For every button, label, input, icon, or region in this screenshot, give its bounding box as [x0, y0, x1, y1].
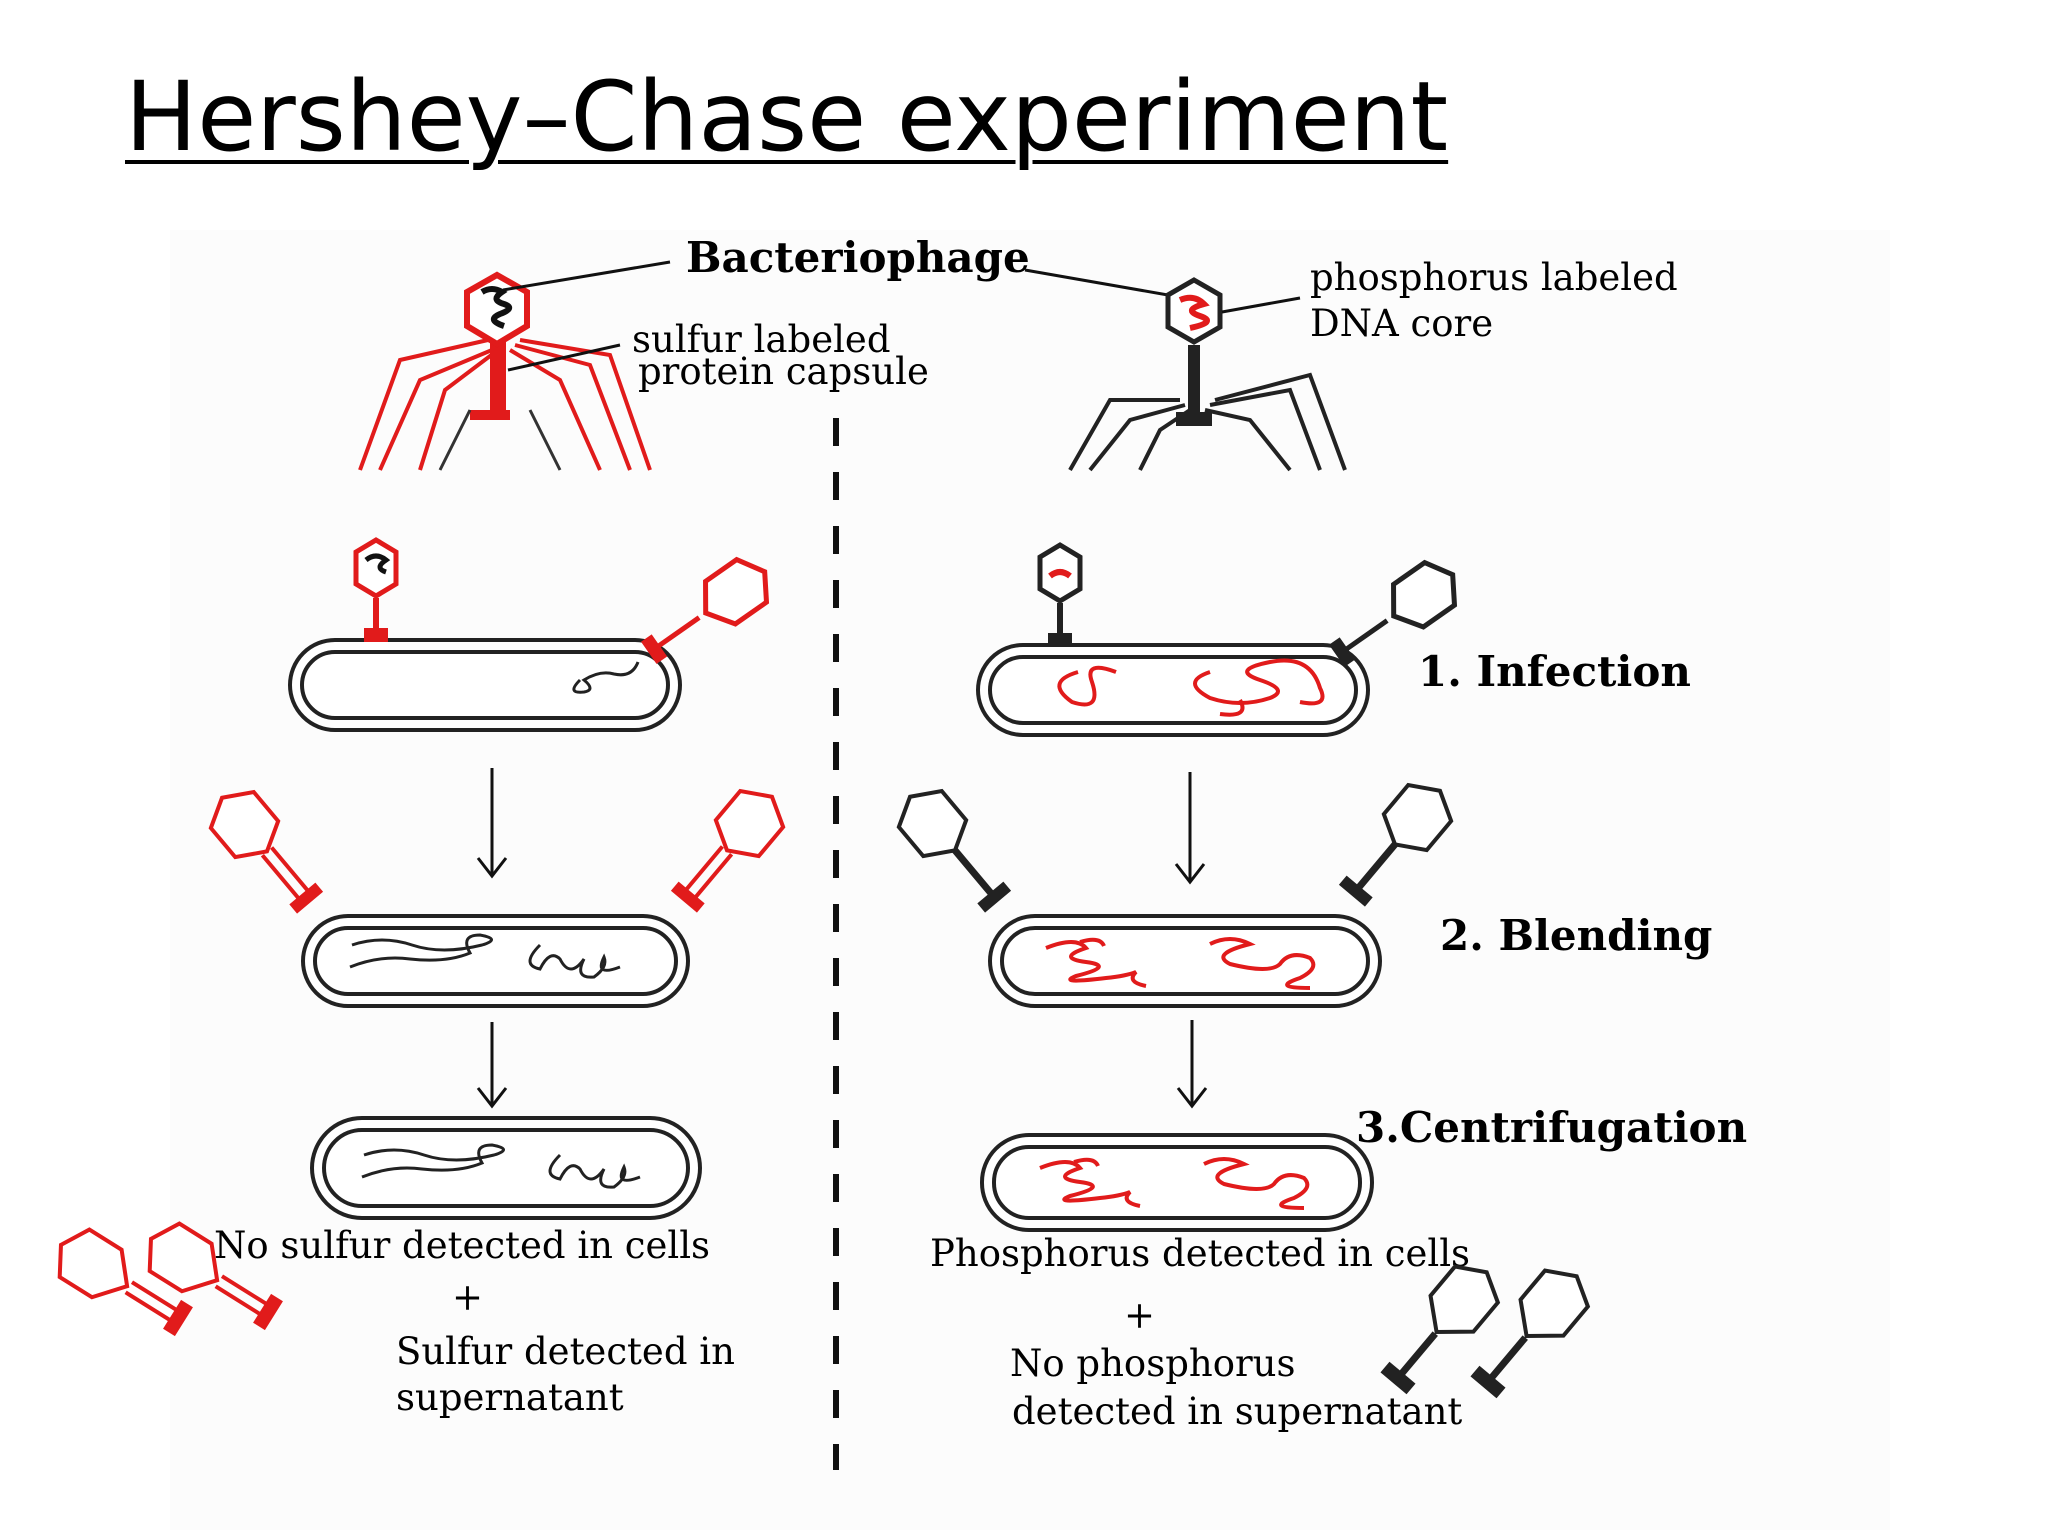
- cell-left-blending: [208, 788, 786, 1008]
- diagram-panel: [170, 230, 1890, 1530]
- step-blending-label: 2. Blending: [1440, 911, 1712, 960]
- free-phage-black-1: [1380, 1264, 1501, 1395]
- arrow-right-2: [1176, 1020, 1208, 1109]
- arrow-left-1: [476, 768, 508, 879]
- arrow-right-1: [1174, 772, 1206, 885]
- bacteriophage-pointer-left: [502, 260, 671, 292]
- cell-left-infection: [288, 540, 770, 732]
- result-right-line1: Phosphorus detected in cells: [930, 1232, 1470, 1275]
- phosphorus-core-pointer: [1221, 296, 1301, 314]
- cell-right-centrifugation: [980, 1133, 1374, 1232]
- arrow-left-2: [476, 1022, 508, 1109]
- step-infection-label: 1. Infection: [1418, 647, 1691, 696]
- result-left-plus: +: [452, 1276, 483, 1319]
- result-left-line1: No sulfur detected in cells: [214, 1224, 710, 1267]
- phage-phosphorus-labeled: [1068, 277, 1347, 472]
- result-right-line2: No phosphorus: [1010, 1342, 1296, 1385]
- bacteriophage-label: Bacteriophage: [686, 233, 1030, 282]
- step-centrifugation-label: 3.Centrifugation: [1356, 1103, 1747, 1152]
- bacteriophage-pointer-right: [1024, 268, 1186, 300]
- free-phage-red-1: [57, 1227, 193, 1337]
- result-right-line3: detected in supernatant: [1012, 1390, 1462, 1433]
- cell-right-blending: [896, 782, 1454, 1008]
- cell-right-infection: [976, 545, 1458, 737]
- free-phage-black-2: [1470, 1268, 1591, 1399]
- slide-title: Hershey–Chase experiment: [125, 61, 1449, 173]
- phosphorus-core-label-line1: phosphorus labeled: [1310, 256, 1678, 299]
- result-right-plus: +: [1124, 1294, 1155, 1337]
- sulfur-capsule-label-line1: sulfur labeled: [632, 318, 891, 361]
- sulfur-capsule-label-line2: protein capsule: [638, 350, 929, 393]
- phosphorus-core-label-line2: DNA core: [1310, 302, 1493, 345]
- sulfur-capsule-pointer: [507, 343, 621, 372]
- free-phage-red-2: [147, 1221, 283, 1331]
- phage-sulfur-labeled: [358, 271, 652, 471]
- cell-left-centrifugation: [310, 1116, 702, 1220]
- result-left-line2: Sulfur detected in: [396, 1330, 735, 1373]
- result-left-line3: supernatant: [396, 1376, 624, 1419]
